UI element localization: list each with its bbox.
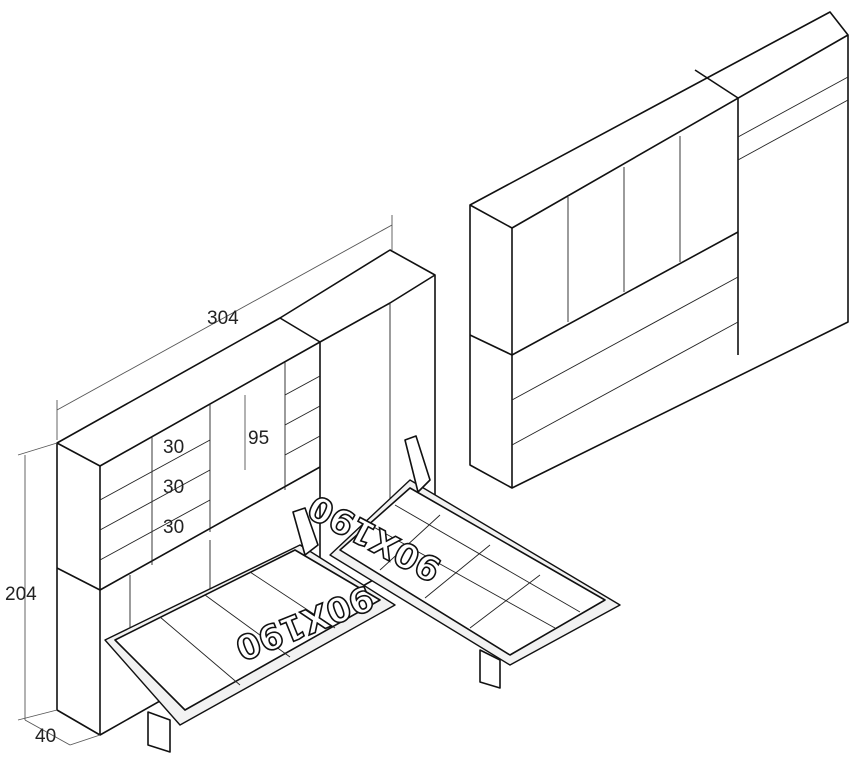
shelf-opening-dimension: 95	[248, 428, 269, 449]
shelf-2-dimension: 30	[163, 477, 184, 498]
width-dimension: 304	[207, 308, 239, 329]
shelf-3-dimension: 30	[163, 517, 184, 538]
left-bed: 90X190	[104, 507, 396, 753]
open-wall-unit	[56, 249, 436, 736]
height-dimension: 204	[5, 584, 37, 605]
dimension-lines	[17, 215, 393, 746]
depth-dimension: 40	[35, 726, 56, 747]
closed-wall-unit	[469, 11, 849, 489]
shelf-1-dimension: 30	[163, 437, 184, 458]
